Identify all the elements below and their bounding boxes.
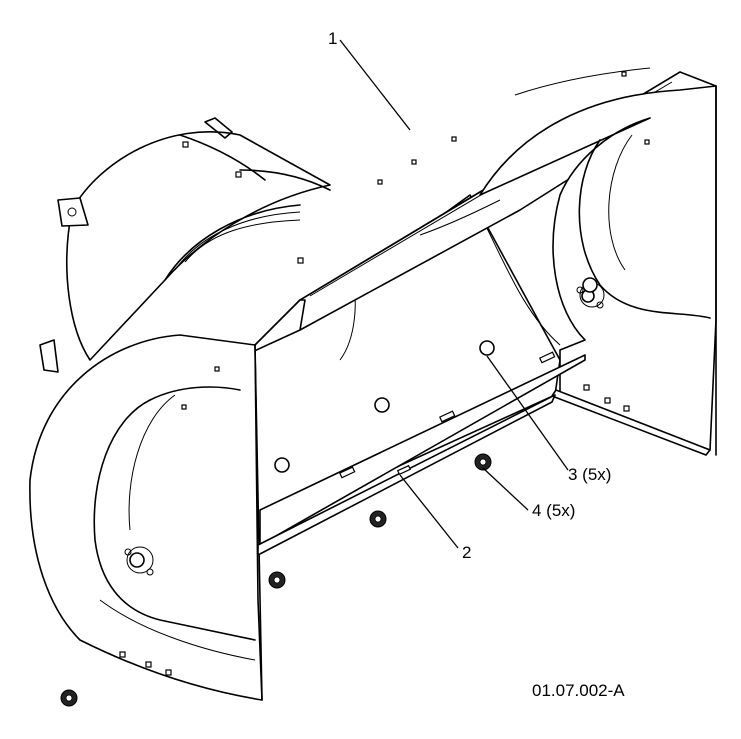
nut	[268, 571, 286, 589]
leader-4	[482, 467, 529, 511]
leader-lines	[339, 39, 569, 549]
leader-3	[486, 355, 569, 471]
right-side-housing	[479, 85, 717, 456]
callout-4: 4 (5x)	[532, 501, 575, 520]
callout-1: 1	[328, 29, 337, 48]
carriage-bolts	[274, 277, 598, 473]
leader-1	[339, 39, 411, 131]
hex-nuts	[60, 453, 492, 707]
drawing-id: 01.07.002-A	[532, 681, 625, 700]
scraper-bar	[257, 351, 586, 556]
nut	[369, 510, 387, 528]
rear-housing-drum	[39, 117, 331, 373]
callout-2: 2	[462, 543, 471, 562]
left-front-housing	[29, 334, 263, 701]
nut	[474, 453, 492, 471]
leader-2	[399, 474, 459, 549]
nut	[60, 689, 78, 707]
callout-3: 3 (5x)	[568, 465, 611, 484]
